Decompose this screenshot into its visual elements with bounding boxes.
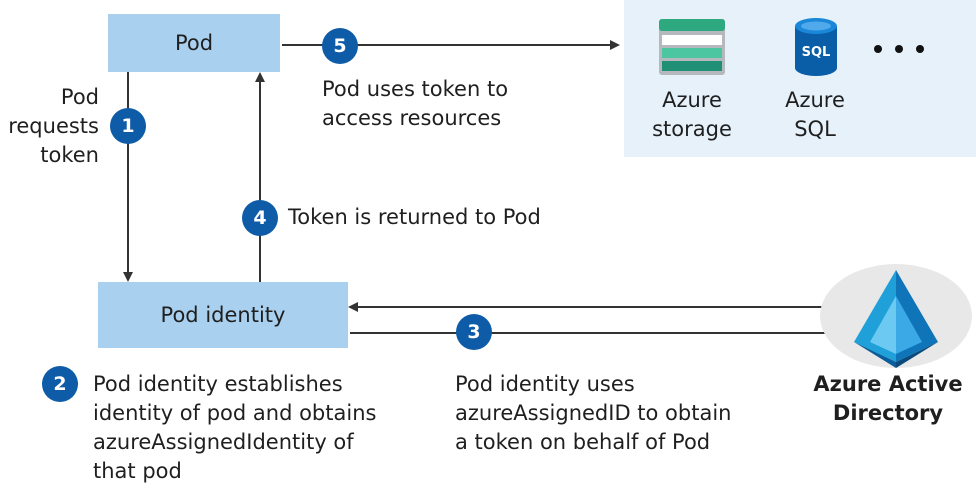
pod-identity-box: Pod identity	[98, 282, 348, 348]
step-2-text: Pod identity establishes identity of pod…	[93, 372, 377, 483]
step-4-badge: 4	[242, 200, 278, 236]
step-5-badge: 5	[322, 28, 358, 64]
step-1-badge: 1	[110, 108, 146, 144]
pod-identity-label: Pod identity	[160, 303, 286, 327]
azure-storage-icon	[659, 19, 725, 75]
azure-active-directory-label: Azure Active Directory	[813, 372, 963, 425]
azure-sql-label: Azure SQL	[785, 88, 845, 141]
step-5-text: Pod uses token to access resources	[322, 77, 509, 130]
azure-active-directory-icon	[820, 264, 972, 368]
azure-sql-icon: SQL	[795, 18, 837, 76]
step-3-text: Pod identity uses azureAssignedID to obt…	[455, 372, 732, 454]
step-2-badge: 2	[42, 366, 78, 402]
step-4-text: Token is returned to Pod	[288, 205, 541, 229]
pod-label: Pod	[174, 31, 214, 55]
pod-box: Pod	[108, 14, 280, 72]
step-1-text: Pod requests token	[8, 85, 99, 167]
step-3-badge: 3	[456, 314, 492, 350]
sql-icon-text: SQL	[802, 45, 831, 60]
azure-storage-label: Azure storage	[652, 88, 732, 141]
